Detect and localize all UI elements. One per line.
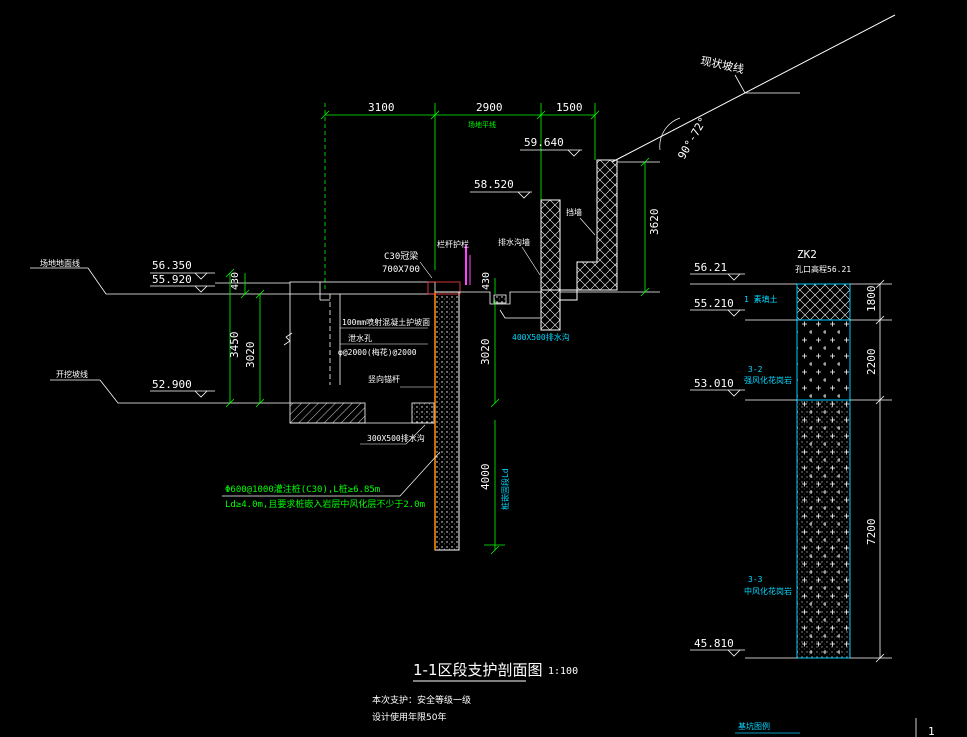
site-ground-line — [30, 267, 290, 295]
note-1: 本次支护：安全等级一级 — [372, 694, 471, 706]
slope-leader — [734, 74, 800, 94]
dim-top-1: 3100 — [368, 101, 395, 114]
pile-spec-leader — [222, 451, 441, 497]
dim-430-right: 430 — [481, 272, 492, 290]
top-dimension-chain — [320, 103, 600, 290]
existing-slope-line — [611, 14, 896, 163]
layer2-name: 强风化花岗岩 — [744, 375, 792, 385]
dim-top-3: 1500 — [556, 101, 583, 114]
existing-slope-label: 现状坡线 — [699, 53, 745, 76]
pile-embed-vert-label: 桩嵌固段Ld — [500, 468, 510, 510]
borehole-elev-1: 55.210 — [694, 297, 734, 310]
drawing-title: 1-1区段支护剖面图 — [413, 661, 543, 679]
weep-spec-label: φ@2000(梅花)@2000 — [338, 347, 417, 357]
dim-3020-right: 3020 — [479, 339, 492, 366]
dim-4000: 4000 — [479, 464, 492, 491]
borehole-dim-lines — [850, 279, 892, 663]
layer3-name: 中风化花岗岩 — [744, 586, 792, 596]
callout-leaders — [340, 327, 434, 388]
layer1-label: 1 素填土 — [744, 294, 778, 304]
thick-1: 1800 — [865, 286, 878, 313]
excavation-line-label: 开挖坡线 — [56, 369, 88, 379]
pile-embed-label: Ld≥4.0m,且要求桩嵌入岩层中风化层不少于2.0m — [225, 498, 425, 510]
elev-58520: 58.520 — [474, 178, 514, 191]
dim-3620: 3620 — [648, 209, 661, 236]
dim-top-sub: 场地平线 — [468, 120, 496, 129]
elev-52900: 52.900 — [152, 378, 192, 391]
borehole-name: ZK2 — [797, 248, 817, 261]
borehole-elev-3: 45.810 — [694, 637, 734, 650]
railing — [465, 245, 471, 285]
borehole-elev-lines — [690, 273, 797, 659]
left-dim-lines — [225, 268, 265, 408]
weep-hole-label: 泄水孔 — [348, 333, 372, 343]
drawing-scale: 1:100 — [548, 666, 578, 677]
pile-spec-label: Φ600@1000灌注桩(C30),L桩≥6.85m — [225, 483, 380, 495]
pile-dim-lines — [484, 278, 505, 555]
elev-56350: 56.350 — [152, 259, 192, 272]
elev-55920: 55.920 — [152, 273, 192, 286]
borehole-elev-top: 56.21 — [694, 261, 727, 274]
drain-wall-label: 排水沟墙 — [498, 237, 530, 247]
shotcrete-label: 100mm喷射混凝土护坡面 — [342, 317, 430, 327]
legend-fragment — [735, 718, 917, 737]
retaining-wall-label: 挡墙 — [566, 207, 582, 217]
dim-3620-line — [640, 157, 650, 297]
pile-column — [427, 281, 461, 551]
retaining-wall — [540, 159, 660, 331]
elev-59640: 59.640 — [524, 136, 564, 149]
layer3-code: 3-3 — [748, 575, 763, 584]
anchor-label: 竖向锚杆 — [368, 374, 400, 384]
top-ditch — [459, 291, 541, 319]
excavation-line — [50, 379, 290, 404]
ditch-top-label: 400X500排水沟 — [512, 332, 570, 342]
dim-3450: 3450 — [228, 332, 241, 359]
corner-mark: 1 — [928, 725, 935, 737]
ditch-bottom-label: 300X500排水沟 — [367, 433, 425, 443]
dim-430-left: 430 — [230, 272, 241, 290]
borehole-column — [796, 283, 851, 659]
layer2-code: 3-2 — [748, 365, 763, 374]
borehole-collar: 孔口高程56.21 — [795, 264, 851, 274]
note-2: 设计使用年限50年 — [372, 711, 446, 723]
cap-beam-size: 700X700 — [382, 265, 420, 275]
dim-3020-left: 3020 — [244, 342, 257, 369]
borehole-elev-2: 53.010 — [694, 377, 734, 390]
legend-label: 基坑图例 — [738, 721, 770, 731]
site-ground-label: 场地地面线 — [40, 258, 80, 268]
bottom-ditch — [289, 402, 435, 424]
cap-beam-label: C30冠梁 — [384, 250, 418, 262]
slope-angle-label: 90°-72° — [675, 115, 709, 162]
thick-2: 2200 — [865, 349, 878, 376]
ground-structure — [283, 281, 436, 403]
dim-top-2: 2900 — [476, 101, 503, 114]
elev-marker-59640 — [470, 149, 582, 199]
thick-3: 7200 — [865, 519, 878, 546]
railing-label: 栏杆护栏 — [437, 239, 469, 249]
